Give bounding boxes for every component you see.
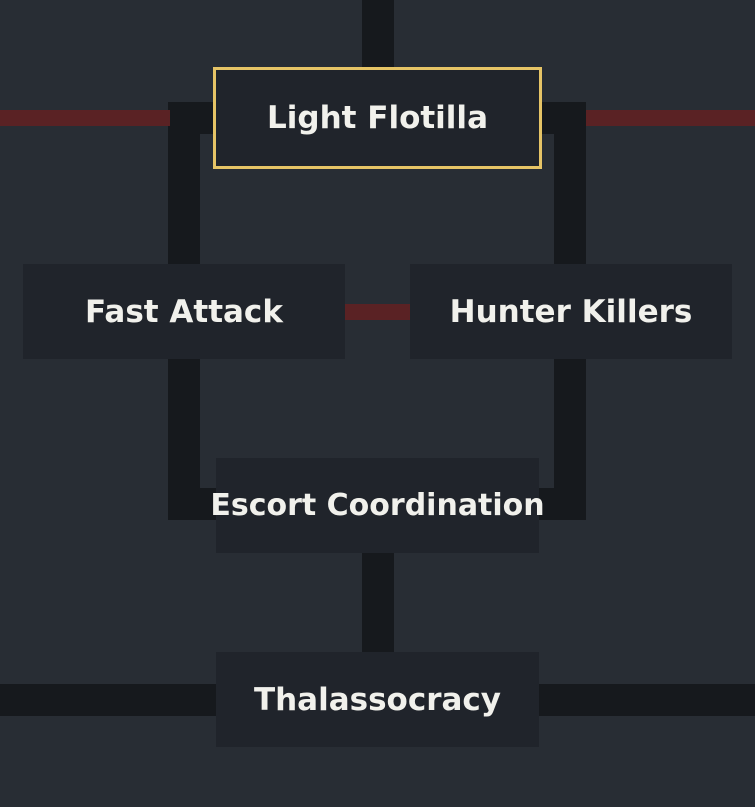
tech-node-label: Fast Attack	[85, 293, 283, 330]
exclusive-connector-left	[0, 110, 170, 126]
tech-node-escort-coordination[interactable]: Escort Coordination	[210, 458, 545, 553]
tech-node-label: Light Flotilla	[267, 100, 488, 136]
tech-node-hunter-killers[interactable]: Hunter Killers	[410, 264, 732, 359]
tech-node-fast-attack[interactable]: Fast Attack	[23, 264, 345, 359]
exclusive-connector-right	[586, 110, 755, 126]
tech-node-light-flotilla[interactable]: Light Flotilla	[213, 67, 542, 169]
tech-node-label: Hunter Killers	[449, 293, 693, 330]
connector-top	[362, 0, 394, 68]
connector-light-flotilla-to-hunter-killers-v	[554, 102, 586, 264]
connector-thalassocracy-left	[0, 684, 218, 716]
connector-escort-to-thalassocracy	[362, 552, 394, 652]
connector-light-flotilla-to-fast-attack-v	[168, 102, 200, 264]
connector-hunter-killers-to-escort-h	[538, 488, 586, 520]
exclusive-connector-middle	[344, 304, 410, 320]
connector-fast-attack-to-escort-h	[168, 488, 218, 520]
tech-node-label: Escort Coordination	[210, 488, 545, 523]
tech-node-thalassocracy[interactable]: Thalassocracy	[216, 652, 539, 747]
connector-thalassocracy-right	[538, 684, 755, 716]
tech-node-label: Thalassocracy	[253, 681, 502, 718]
